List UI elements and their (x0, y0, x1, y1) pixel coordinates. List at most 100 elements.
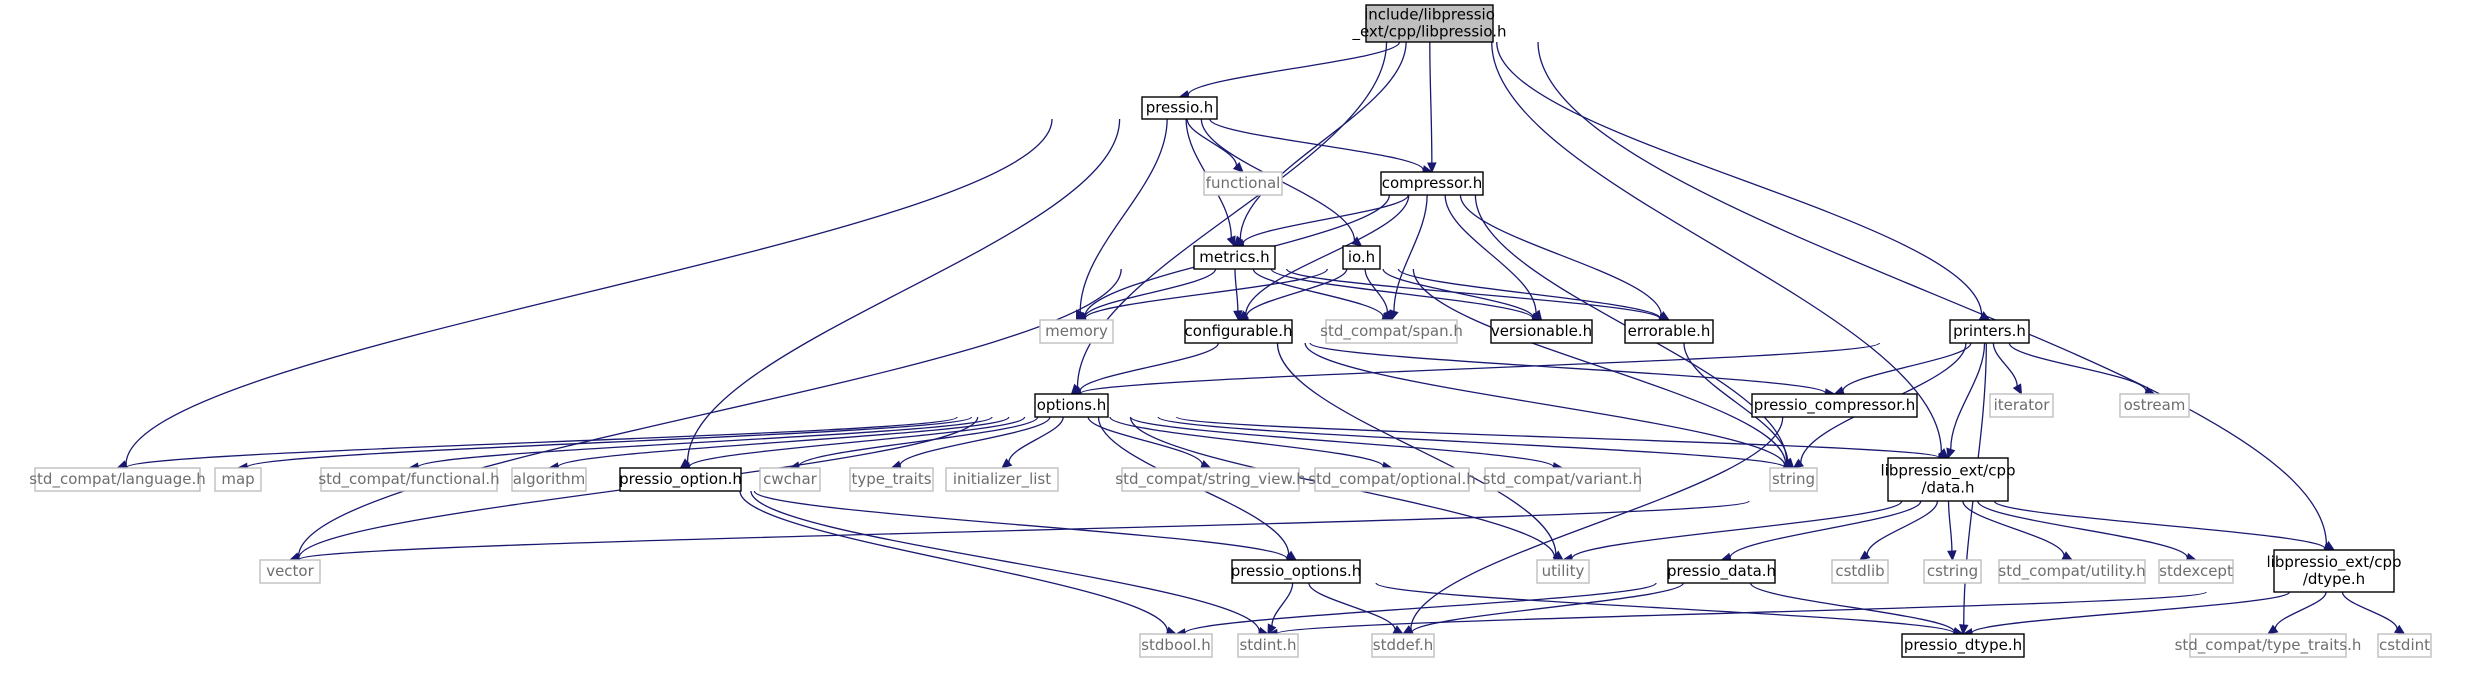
node-errorable[interactable]: errorable.h (1624, 319, 1714, 344)
edge-configurable-to-options (1070, 342, 1220, 396)
edge-line (1209, 118, 1424, 171)
edge-line (1729, 500, 1922, 558)
node-pressio-options[interactable]: pressio_options.h (1231, 559, 1362, 584)
node-label: std_compat/language.h (29, 470, 206, 489)
edge-line (1079, 342, 1880, 395)
node-dtype[interactable]: libpressio_ext/cpp/dtype.h (2267, 549, 2402, 593)
edge-arrowhead (1959, 624, 1969, 636)
edge-line (1176, 416, 1940, 459)
edge-pressio_compressor-to-stddef (1401, 416, 1784, 635)
edge-pressio_options-to-stdint (1267, 582, 1294, 636)
edge-data-to-dtype (1993, 500, 2336, 554)
edge-line (1410, 416, 1784, 630)
node-box (945, 467, 1059, 492)
node-versionable[interactable]: versionable.h (1490, 319, 1593, 344)
node-printers[interactable]: printers.h (1949, 319, 2030, 344)
edge-line (1459, 194, 1662, 316)
edge-line (1842, 342, 1972, 392)
node-label: printers.h (1953, 322, 2026, 340)
edge-line (1977, 500, 2188, 558)
edge-pressio_data-to-stddef (1401, 582, 1684, 637)
edge-pressio_option-to-stdbool (739, 490, 1178, 636)
node-io[interactable]: io.h (1342, 245, 1381, 270)
node-data[interactable]: libpressio_ext/cpp/data.h (1881, 457, 2016, 502)
node-memory: memory (1039, 319, 1114, 344)
edge-arrowhead (1233, 310, 1243, 322)
node-stddef: stddef.h (1371, 633, 1435, 658)
node-language: std_compat/language.h (29, 467, 206, 492)
node-label: libpressio_ext/cpp (1881, 462, 2016, 481)
edge-line (1993, 500, 2326, 550)
edge-line (739, 490, 1169, 632)
node-label: vector (266, 562, 314, 580)
node-box (1380, 171, 1484, 196)
node-label: errorable.h (1628, 322, 1711, 340)
node-pressio[interactable]: pressio.h (1141, 96, 1218, 120)
node-options[interactable]: options.h (1034, 393, 1109, 418)
edge-options-to-type_traits (890, 416, 1051, 470)
edge-arrowhead (1232, 162, 1244, 173)
edge-line (1683, 342, 1789, 462)
edge-io-to-versionable (1382, 268, 1543, 322)
edge-arrowhead (2393, 624, 2406, 635)
edge-printers-to-pressio_compressor (1833, 342, 1972, 396)
node-label: cstdint (2379, 636, 2430, 654)
edge-line (1157, 416, 1786, 468)
node-utility: utility (1536, 559, 1590, 584)
edge-line (1276, 591, 2207, 635)
node-functional: functional (1203, 171, 1283, 196)
edge-line (417, 416, 993, 468)
edge-pressio_options-to-pressio_dtype (1375, 582, 1965, 638)
edge-data-to-std_utility (1962, 500, 2074, 561)
node-box (1484, 467, 1641, 492)
edge-dtype-to-pressio_dtype (1961, 591, 2291, 638)
node-configurable[interactable]: configurable.h (1184, 319, 1293, 344)
node-label: pressio_compressor.h (1754, 396, 1916, 415)
edge-arrowhead (1351, 236, 1363, 247)
node-pressio-dtype[interactable]: pressio_dtype.h (1901, 633, 2025, 658)
node-box (1314, 467, 1470, 492)
node-label: ostream (2124, 396, 2186, 414)
node-pressio-compressor[interactable]: pressio_compressor.h (1751, 393, 1918, 418)
node-metrics[interactable]: metrics.h (1193, 245, 1276, 270)
edge-line (1992, 342, 2018, 387)
edge-line (1245, 194, 1410, 315)
edge-compressor-to-errorable (1459, 194, 1671, 321)
node-box (34, 467, 201, 492)
node-box (1237, 633, 1299, 658)
node-box (1039, 319, 1114, 344)
node-label: std_compat/optional.h (1308, 470, 1475, 489)
node-compressor[interactable]: compressor.h (1380, 171, 1484, 196)
node-box (1184, 319, 1293, 344)
edge-line (1412, 268, 1787, 464)
node-optional: std_compat/optional.h (1308, 467, 1476, 492)
node-pressio-option[interactable]: pressio_option.h (619, 467, 742, 492)
edge-line (2341, 591, 2398, 630)
edge-line (1962, 500, 2065, 556)
node-box (1923, 559, 1982, 584)
edge-pressio_option-to-stdint (750, 490, 1270, 637)
edge-arrowhead (1382, 309, 1393, 322)
edge-arrowhead (1199, 459, 1212, 469)
edge-metrics-to-span (1252, 268, 1393, 322)
edge-line (1270, 268, 1534, 319)
edge-dtype-to-cstdint (2341, 591, 2406, 635)
node-label: std_compat/type_traits.h (2175, 636, 2362, 655)
node-algorithm: algorithm (511, 467, 587, 492)
edge-metrics-to-configurable (1233, 268, 1243, 322)
node-root[interactable]: include/libpressio_ext/cpp/libpressio.h (1351, 4, 1507, 43)
node-map: map (214, 467, 262, 492)
node-label: metrics.h (1199, 248, 1269, 266)
node-label: configurable.h (1185, 322, 1293, 340)
edge-printers-to-iterator (1992, 342, 2023, 396)
edge-printers-to-ostream (2008, 342, 2156, 396)
edge-line (798, 416, 1039, 467)
edge-line (2008, 342, 2147, 392)
node-box (1989, 393, 2054, 418)
node-pressio-data[interactable]: pressio_data.h (1667, 559, 1776, 584)
node-box (2158, 559, 2234, 584)
edge-line (1444, 194, 1537, 313)
edge-printers-to-options (1070, 342, 1880, 399)
node-label: stdexcept (2159, 562, 2233, 580)
